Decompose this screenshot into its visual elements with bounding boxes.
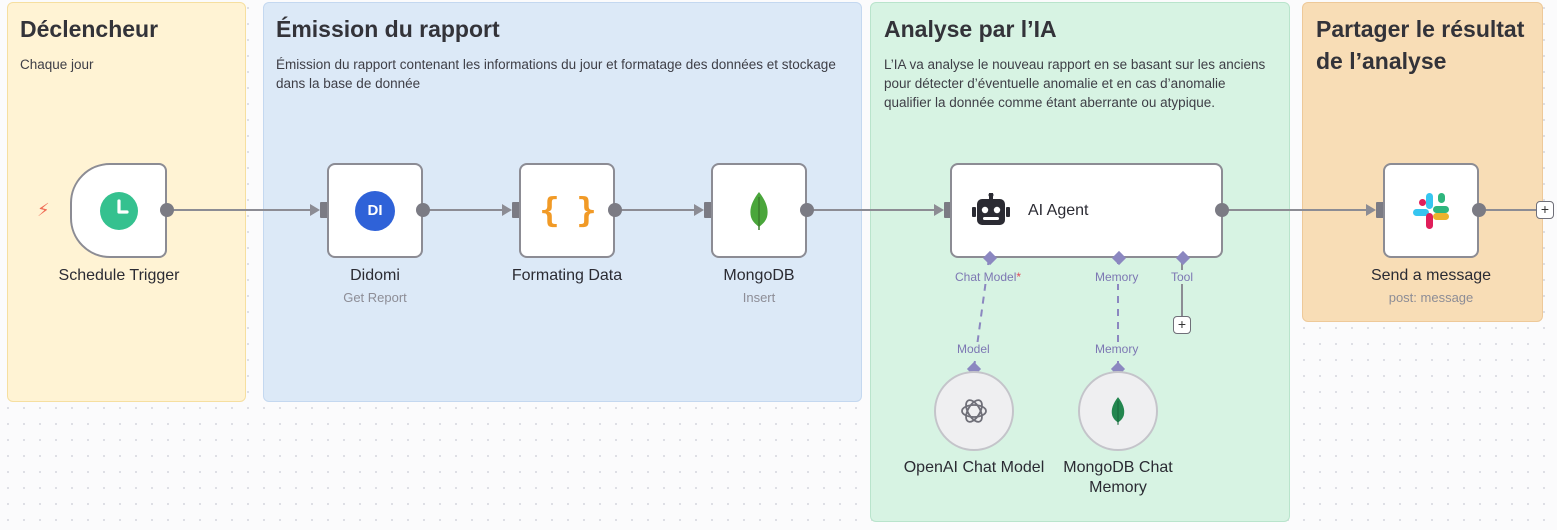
sticky-title: Déclencheur: [20, 16, 159, 42]
node-subtitle: post: message: [1388, 290, 1474, 305]
node-slack-send-message[interactable]: [1383, 163, 1479, 258]
sticky-text: Émission du rapport contenant les inform…: [276, 57, 836, 91]
node-formatting-data[interactable]: { }: [519, 163, 615, 258]
node-title: Formating Data: [511, 267, 623, 284]
didomi-icon: DI: [355, 190, 395, 231]
lightning-icon: ⚡: [37, 200, 50, 220]
node-title: Send a message: [1370, 267, 1492, 284]
port-label-chat-model: Chat Model*: [954, 270, 1023, 284]
input-handle[interactable]: [512, 202, 520, 218]
output-handle[interactable]: [1472, 203, 1486, 217]
sticky-title: Partager le résultat de l’analyse: [1316, 16, 1525, 74]
node-schedule-trigger[interactable]: [70, 163, 167, 258]
input-handle[interactable]: [944, 202, 952, 218]
port-label-memory-in: Memory: [1094, 342, 1140, 356]
node-subtitle: Get Report: [343, 290, 407, 305]
node-title: MongoDB: [723, 267, 795, 284]
clock-icon: [99, 191, 138, 230]
arrowhead: [694, 204, 704, 216]
node-title: Didomi: [350, 267, 400, 284]
sticky-note-share[interactable]: Partager le résultat de l’analyse: [1302, 2, 1543, 322]
node-didomi[interactable]: DI: [327, 163, 423, 258]
arrowhead: [934, 204, 944, 216]
add-node-button[interactable]: +: [1536, 201, 1554, 219]
node-ai-agent[interactable]: AI Agent: [950, 163, 1223, 258]
mongodb-leaf-icon: [1111, 397, 1125, 425]
port-label-tool: Tool: [1170, 270, 1195, 284]
output-handle[interactable]: [800, 203, 814, 217]
arrowhead: [310, 204, 320, 216]
node-title: Schedule Trigger: [58, 267, 180, 284]
port-label-memory: Memory: [1094, 270, 1140, 284]
node-mongodb-chat-memory[interactable]: [1078, 371, 1158, 451]
node-subtitle: Insert: [742, 290, 776, 305]
node-title: OpenAI Chat Model: [903, 459, 1045, 476]
node-title: AI Agent: [1028, 201, 1089, 219]
sticky-note-ia[interactable]: Analyse par l’IA L’IA va analyse le nouv…: [870, 2, 1290, 522]
code-braces-icon: { }: [539, 190, 596, 231]
output-handle[interactable]: [1215, 203, 1229, 217]
node-openai-chat-model[interactable]: [934, 371, 1014, 451]
robot-icon: [972, 192, 1010, 225]
arrowhead: [502, 204, 512, 216]
add-tool-button[interactable]: +: [1173, 316, 1191, 334]
input-handle[interactable]: [704, 202, 712, 218]
slack-icon: [1413, 192, 1449, 229]
output-handle[interactable]: [416, 203, 430, 217]
sticky-text: Chaque jour: [20, 57, 94, 72]
sticky-title: Émission du rapport: [276, 16, 500, 42]
node-title: MongoDB Chat Memory: [1063, 459, 1173, 496]
node-mongodb[interactable]: [711, 163, 807, 258]
output-handle[interactable]: [160, 203, 174, 217]
output-handle[interactable]: [608, 203, 622, 217]
sticky-text: L’IA va analyse le nouveau rapport en se…: [884, 57, 1266, 110]
sticky-title: Analyse par l’IA: [884, 16, 1057, 42]
input-handle[interactable]: [320, 202, 328, 218]
openai-icon: [961, 399, 987, 423]
port-label-model: Model: [956, 342, 991, 356]
arrowhead: [1366, 204, 1376, 216]
mongodb-leaf-icon: [750, 191, 768, 230]
input-handle[interactable]: [1376, 202, 1384, 218]
